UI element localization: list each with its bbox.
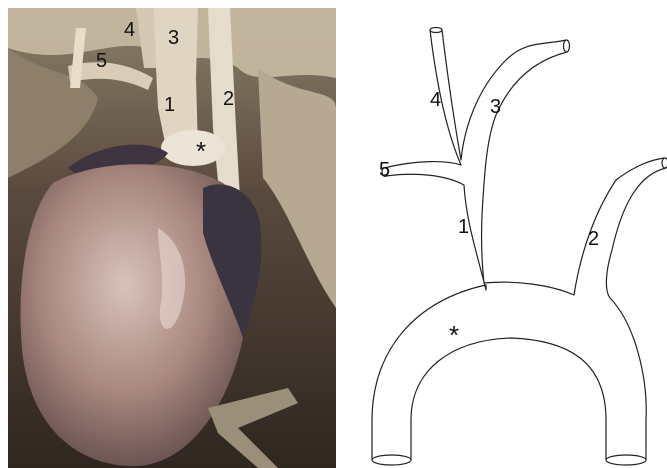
diagram-label-1: 1 — [458, 217, 469, 237]
photo-aortic-root — [161, 130, 225, 166]
opening-branch-3 — [564, 40, 570, 52]
photo-label-star: * — [196, 138, 206, 164]
diagram-label-4: 4 — [430, 90, 441, 110]
photo-label-3: 3 — [168, 28, 179, 48]
opening-branch-4 — [430, 28, 442, 33]
photo-label-1: 1 — [164, 95, 175, 115]
diagram-label-5: 5 — [379, 160, 390, 180]
diagram-label-star: * — [449, 322, 459, 348]
opening-left-leg — [372, 455, 411, 465]
opening-right-leg — [606, 455, 646, 465]
photo-illustration — [8, 8, 336, 468]
diagram-label-3: 3 — [490, 97, 501, 117]
photo-label-2: 2 — [223, 89, 234, 109]
opening-branch-2 — [662, 158, 667, 168]
schematic-diagram: 4 3 5 1 2 * — [336, 0, 667, 468]
diagram-label-2: 2 — [588, 229, 599, 249]
photo-label-4: 4 — [124, 20, 135, 40]
photo-label-5: 5 — [96, 51, 107, 71]
schematic-svg — [336, 0, 667, 468]
dissection-photo: 4 3 5 1 2 * — [8, 8, 336, 468]
aortic-arch-outline — [372, 30, 666, 460]
